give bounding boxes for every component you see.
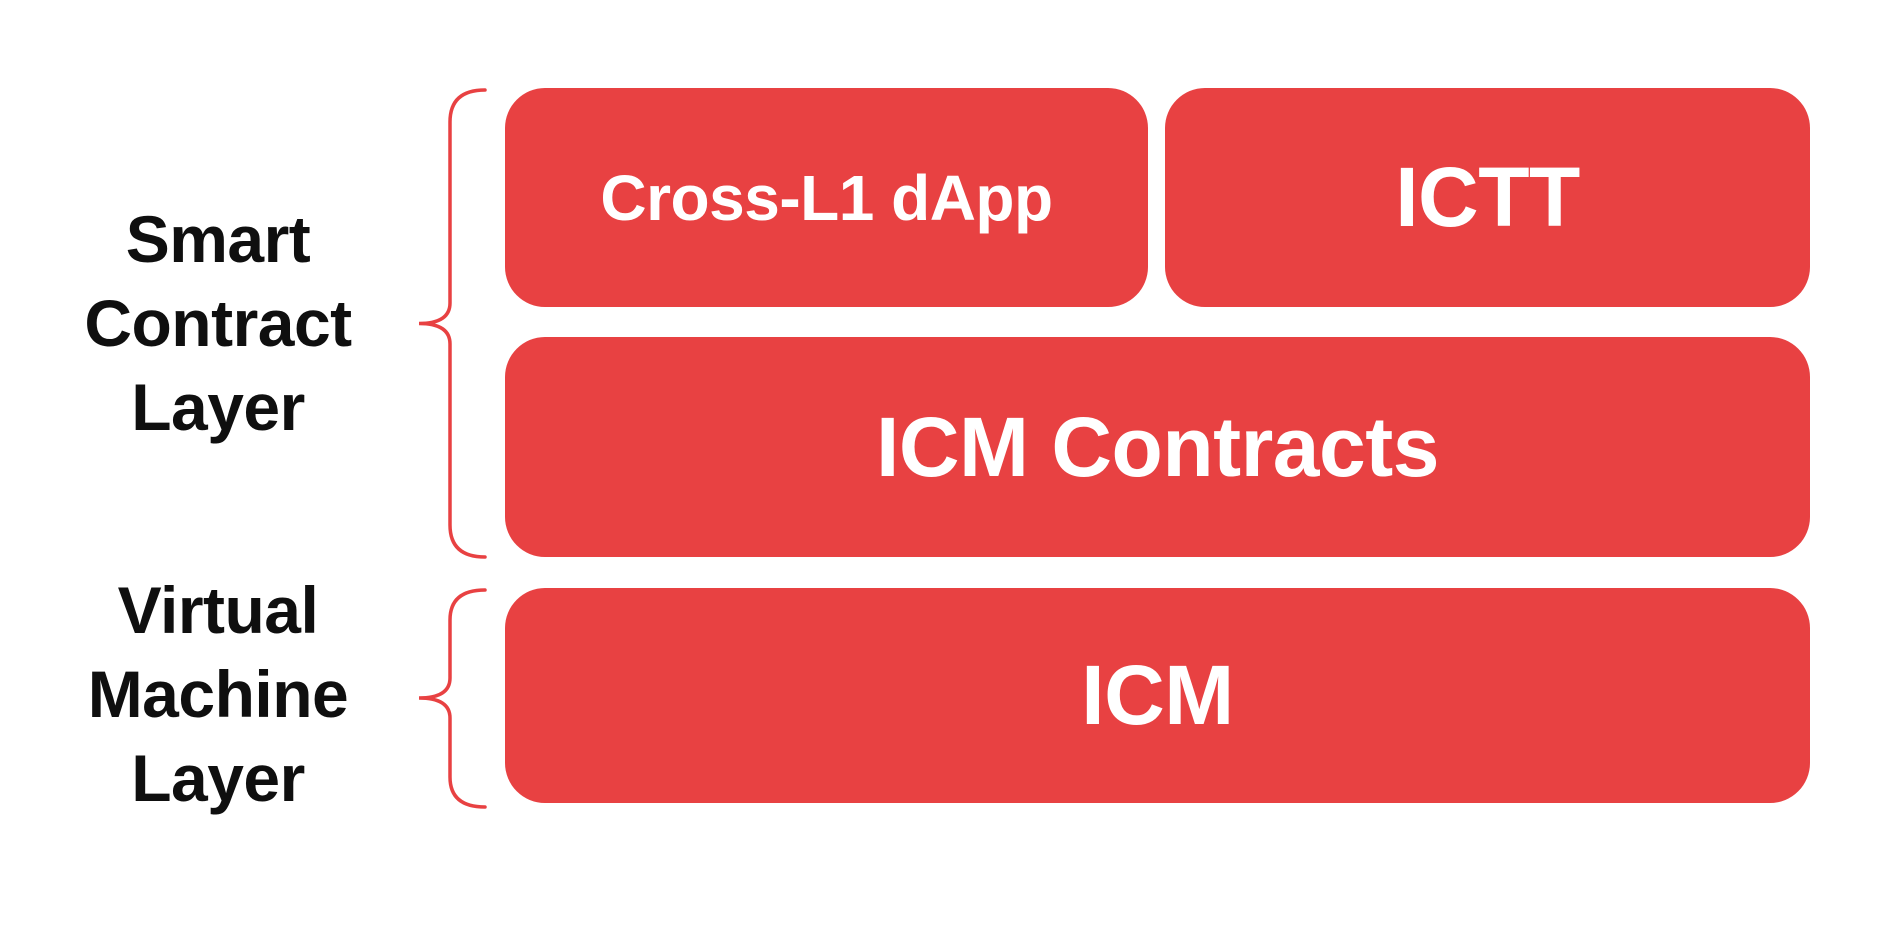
- cross-l1-dapp-block: Cross-L1 dApp: [505, 88, 1148, 307]
- block-label: ICTT: [1395, 150, 1580, 244]
- block-label: Cross-L1 dApp: [600, 161, 1053, 234]
- block-label: ICM Contracts: [876, 399, 1439, 494]
- layer-label-line: Layer: [131, 741, 305, 815]
- block-label: ICM: [1081, 648, 1234, 742]
- ictt-block: ICTT: [1165, 88, 1810, 307]
- smart-contract-layer-brace-icon: [418, 88, 487, 559]
- layer-label-line: Contract: [84, 286, 352, 360]
- layer-label-line: Virtual: [117, 573, 319, 647]
- layer-label-line: Smart: [125, 202, 311, 276]
- icm-block: ICM: [505, 588, 1810, 803]
- virtual-machine-layer-label: Virtual Machine Layer: [28, 568, 408, 820]
- icm-contracts-block: ICM Contracts: [505, 337, 1810, 557]
- smart-contract-layer-label: Smart Contract Layer: [28, 197, 408, 449]
- virtual-machine-layer-brace-icon: [418, 588, 487, 809]
- layer-label-line: Layer: [131, 370, 305, 444]
- layer-label-line: Machine: [87, 657, 349, 731]
